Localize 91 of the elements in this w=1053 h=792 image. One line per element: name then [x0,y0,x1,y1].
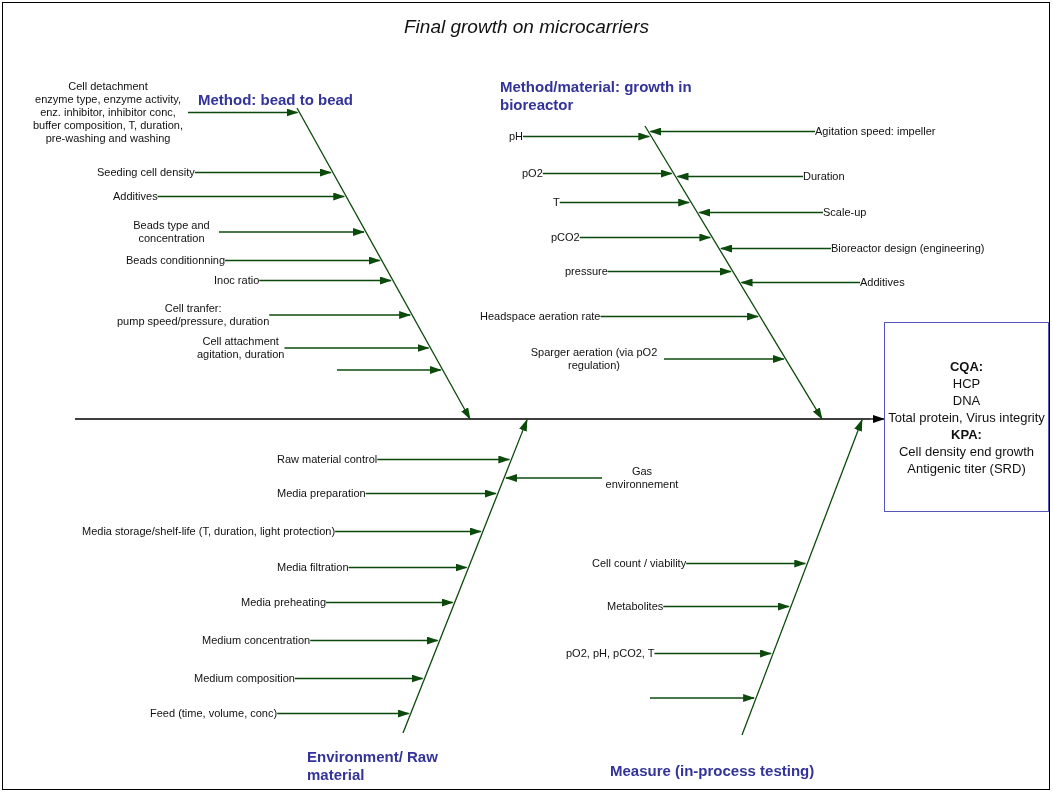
cause-detail: enzyme type, enzyme activity, enz. inhibitor, inhibitor conc, buffer composition, T, duration, pre-washing and washing [32,93,184,145]
arrow [334,527,482,536]
arrow [698,208,824,217]
cause-label: Duration [803,170,845,183]
box-text: Antigenic titer (SRD) [907,459,1026,477]
cause-label: Scale-up [823,206,867,219]
cause-label: Sparger aeration (via pO2 regulation) [524,346,664,372]
arrow [649,694,756,702]
arrow [599,312,760,321]
arrow [268,311,412,319]
cause-detail: agitation, duration [197,348,285,361]
cause-label: pO2, pH, pCO2, T [566,647,655,660]
cause-label: Additives [113,190,158,203]
arrow [579,233,712,242]
arrow [294,674,424,683]
bone-line [402,434,522,734]
cause-label: pO2 [522,167,543,180]
arrow [662,602,790,611]
category-title: Method: bead to bead [198,91,353,109]
arrow [519,419,528,436]
cause-heading: Cell tranfer: [163,302,223,315]
cause-label: Seeding cell density [97,166,195,179]
cause-heading: Cell attachment [201,335,280,348]
cause-detail: pump speed/pressure, duration [117,315,270,328]
box-text: DNA [952,391,981,409]
arrow [653,649,773,658]
arrow [607,267,732,276]
arrow [663,355,785,363]
bone-line [296,107,463,406]
arrow [365,489,497,498]
cause-label: Media preheating [241,596,326,609]
cause-label: Media filtration [277,561,349,574]
category-title: Measure (in-process testing) [610,762,815,780]
arrow [194,168,332,177]
cause-label: Headspace aeration rate [480,310,601,323]
box-text: Total protein, Virus integrity [888,408,1045,426]
arrow [218,228,365,236]
arrow [187,108,299,117]
arrow [676,172,804,181]
arrow [376,455,511,464]
arrow [854,419,863,436]
arrow [276,709,410,718]
arrow [283,344,430,352]
cause-label: Medium composition [194,672,295,685]
cause-label: Gas environnement [602,465,682,491]
cause-label: Bioreactor design (engineering) [831,242,985,255]
arrow [685,559,807,568]
box-text: HCP [952,374,981,392]
cause-label: Media storage/shelf-life (T, duration, light protection) [82,525,336,538]
arrow [869,415,885,423]
arrow [224,256,381,265]
cause-label: Medium concentration [202,634,311,647]
diagram-title: Final growth on microcarriers [403,16,650,38]
cause-label: Cell count / viability [592,557,687,570]
effect-box [884,322,1049,512]
cause-label: pH [509,130,524,143]
cause-label: Media preparation [277,487,366,500]
cause-label: pCO2 [551,231,580,244]
arrow [542,169,673,178]
arrow [505,474,603,482]
arrow [325,598,454,607]
box-text: Cell density end growth [898,442,1035,460]
arrow [157,192,346,201]
arrow [522,132,651,141]
arrow [347,563,468,572]
cause-label: Raw material control [277,453,378,466]
arrow [559,198,691,207]
arrow [649,127,816,136]
cause-label: Inoc ratio [214,274,260,287]
category-title: Method/material: growth in bioreactor [500,78,693,114]
cause-heading: Cell detachment [67,80,149,93]
cause-label: Feed (time, volume, conc) [150,707,278,720]
cause-label: Metabolites [607,600,664,613]
arrow [740,278,861,287]
cause-label: Beads type and concentration [124,219,219,245]
bone-line [741,434,857,736]
cause-label: pressure [565,265,608,278]
box-heading: CQA: [949,357,984,375]
spine-line [75,418,870,420]
arrow [336,366,442,374]
category-title: Environment/ Raw material [307,748,439,784]
cause-label: Additives [860,276,905,289]
arrow [258,276,392,285]
arrow [309,636,439,645]
box-heading: KPA: [951,425,982,443]
arrow [720,244,832,253]
cause-label: T [553,196,560,209]
cause-label: Agitation speed: impeller [815,125,936,138]
arrow [461,404,471,420]
cause-label: Beads conditionning [126,254,226,267]
arrow [812,404,823,420]
